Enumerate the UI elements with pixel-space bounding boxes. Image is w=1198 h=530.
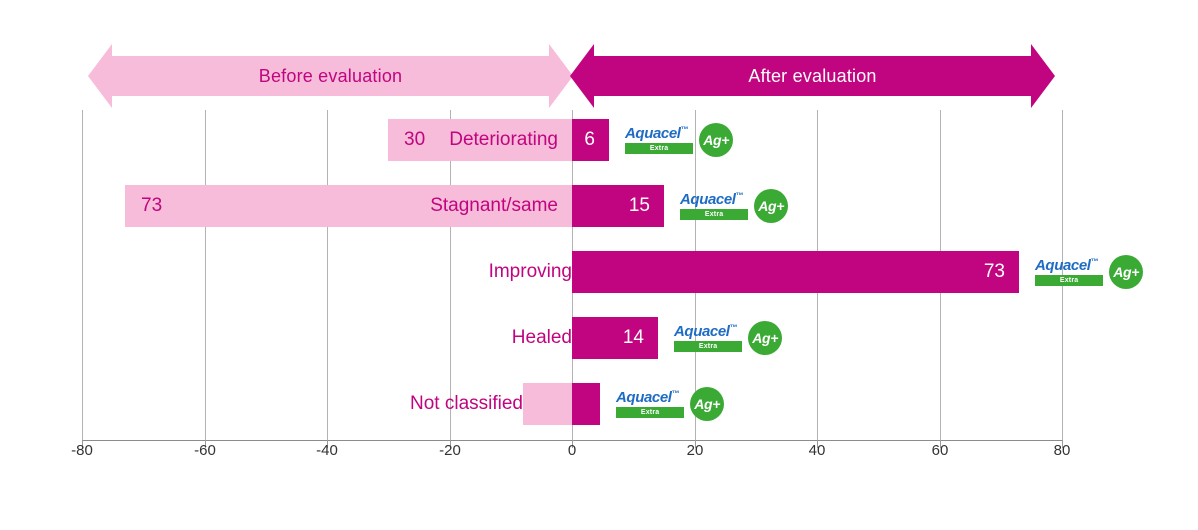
extra-banner: Extra xyxy=(680,209,749,220)
trademark-icon: ™ xyxy=(735,191,744,200)
gridline--20 xyxy=(450,110,451,440)
category-label: Deteriorating xyxy=(449,129,558,150)
aquacel-word: Aquacel™ xyxy=(674,323,738,340)
before-evaluation-label: Before evaluation xyxy=(258,65,403,86)
gridline--60 xyxy=(205,110,206,440)
x-tick-label--80: -80 xyxy=(71,442,93,459)
bar-value-after: 6 xyxy=(584,129,595,150)
bar-value-before: 73 xyxy=(141,195,163,216)
after-arrow-body xyxy=(592,56,1033,96)
aquacel-wordmark: Aquacel™ Extra xyxy=(616,389,685,418)
ag-plus-badge-icon: Ag+ xyxy=(748,321,783,355)
before-evaluation-arrow: Before evaluation xyxy=(88,44,573,108)
bar-value-before: 30 xyxy=(404,129,426,150)
x-tick-label-0: 0 xyxy=(567,442,577,459)
bar-after-healed: 14 xyxy=(572,317,658,359)
ag-plus-badge-icon: Ag+ xyxy=(699,123,734,157)
ag-plus-badge-icon: Ag+ xyxy=(754,189,789,223)
extra-label: Extra xyxy=(640,409,660,416)
trademark-icon: ™ xyxy=(1090,257,1099,266)
ag-plus-badge-icon: Ag+ xyxy=(1109,255,1144,289)
tick-mark-40 xyxy=(817,440,818,448)
tick-mark--40 xyxy=(327,440,328,448)
extra-banner: Extra xyxy=(674,341,743,352)
aquacel-wordmark: Aquacel™ Extra xyxy=(1035,257,1104,286)
category-label: Stagnant/same xyxy=(430,195,558,216)
aquacel-wordmark: Aquacel™ Extra xyxy=(625,125,694,154)
tick-mark--60 xyxy=(205,440,206,448)
gridline--80 xyxy=(82,110,83,440)
aquacel-word: Aquacel™ xyxy=(616,389,680,406)
category-label: Improving xyxy=(488,261,572,282)
bar-before-deteriorating: 30 Deteriorating xyxy=(388,119,572,161)
ag-plus-badge-icon: Ag+ xyxy=(690,387,725,421)
aquacel-ag-plus-extra-logo: Aquacel™ Extra Ag+ xyxy=(1035,251,1144,293)
bar-after-stagnant-same: 15 xyxy=(572,185,664,227)
extra-label: Extra xyxy=(649,145,669,152)
before-arrow-right-head-icon xyxy=(549,44,573,108)
gridline--40 xyxy=(327,110,328,440)
tick-mark-0 xyxy=(572,440,573,448)
bar-before-stagnant-same: 73 Stagnant/same xyxy=(125,185,572,227)
category-label: Not classified xyxy=(410,393,523,414)
x-tick-label--40: -40 xyxy=(316,442,338,459)
bar-after-improving: 73 xyxy=(572,251,1019,293)
trademark-icon: ™ xyxy=(680,125,689,134)
bar-before-not-classified xyxy=(523,383,572,425)
aquacel-word: Aquacel™ xyxy=(680,191,744,208)
aquacel-ag-plus-extra-logo: Aquacel™ Extra Ag+ xyxy=(680,185,789,227)
aquacel-ag-plus-extra-logo: Aquacel™ Extra Ag+ xyxy=(625,119,734,161)
bar-value-after: 15 xyxy=(628,195,650,216)
extra-label: Extra xyxy=(1059,277,1079,284)
extra-label: Extra xyxy=(698,343,718,350)
bar-value-after: 73 xyxy=(983,261,1005,282)
bar-row: 73 Stagnant/same 15 Aquacel™ Extra Ag+ xyxy=(0,185,1198,227)
aquacel-word: Aquacel™ xyxy=(625,125,689,142)
extra-label: Extra xyxy=(704,211,724,218)
extra-banner: Extra xyxy=(625,143,694,154)
trademark-icon: ™ xyxy=(671,389,680,398)
tick-mark-60 xyxy=(940,440,941,448)
tick-mark-80 xyxy=(1062,440,1063,448)
trademark-icon: ™ xyxy=(729,323,738,332)
tick-mark-20 xyxy=(695,440,696,448)
after-arrow-left-head-icon xyxy=(570,44,594,108)
x-tick-label-80: 80 xyxy=(1053,442,1071,459)
bar-after-not-classified xyxy=(572,383,600,425)
extra-banner: Extra xyxy=(616,407,685,418)
extra-banner: Extra xyxy=(1035,275,1104,286)
bar-row: Healed 14 Aquacel™ Extra Ag+ xyxy=(0,317,1198,359)
x-tick-label-60: 60 xyxy=(931,442,949,459)
bar-value-after: 14 xyxy=(622,327,644,348)
aquacel-wordmark: Aquacel™ Extra xyxy=(680,191,749,220)
category-label: Healed xyxy=(511,327,572,348)
aquacel-word: Aquacel™ xyxy=(1035,257,1099,274)
after-evaluation-arrow: After evaluation xyxy=(570,44,1055,108)
after-evaluation-label: After evaluation xyxy=(748,65,877,86)
bar-row: Not classified Aquacel™ Extra Ag+ xyxy=(0,383,1198,425)
tick-mark--80 xyxy=(82,440,83,448)
bar-row: 30 Deteriorating 6 Aquacel™ Extra Ag+ xyxy=(0,119,1198,161)
before-arrow-body xyxy=(110,56,551,96)
aquacel-wordmark: Aquacel™ Extra xyxy=(674,323,743,352)
tick-mark--20 xyxy=(450,440,451,448)
x-tick-label--60: -60 xyxy=(194,442,216,459)
x-tick-label-20: 20 xyxy=(686,442,704,459)
aquacel-ag-plus-extra-logo: Aquacel™ Extra Ag+ xyxy=(616,383,725,425)
x-tick-label--20: -20 xyxy=(439,442,461,459)
banner-arrows: Before evaluation After evaluation xyxy=(0,44,1198,110)
bar-after-deteriorating: 6 xyxy=(572,119,609,161)
x-tick-label-40: 40 xyxy=(808,442,826,459)
after-arrow-right-head-icon xyxy=(1031,44,1055,108)
bar-row: Improving 73 Aquacel™ Extra Ag+ xyxy=(0,251,1198,293)
aquacel-ag-plus-extra-logo: Aquacel™ Extra Ag+ xyxy=(674,317,783,359)
before-arrow-left-head-icon xyxy=(88,44,112,108)
